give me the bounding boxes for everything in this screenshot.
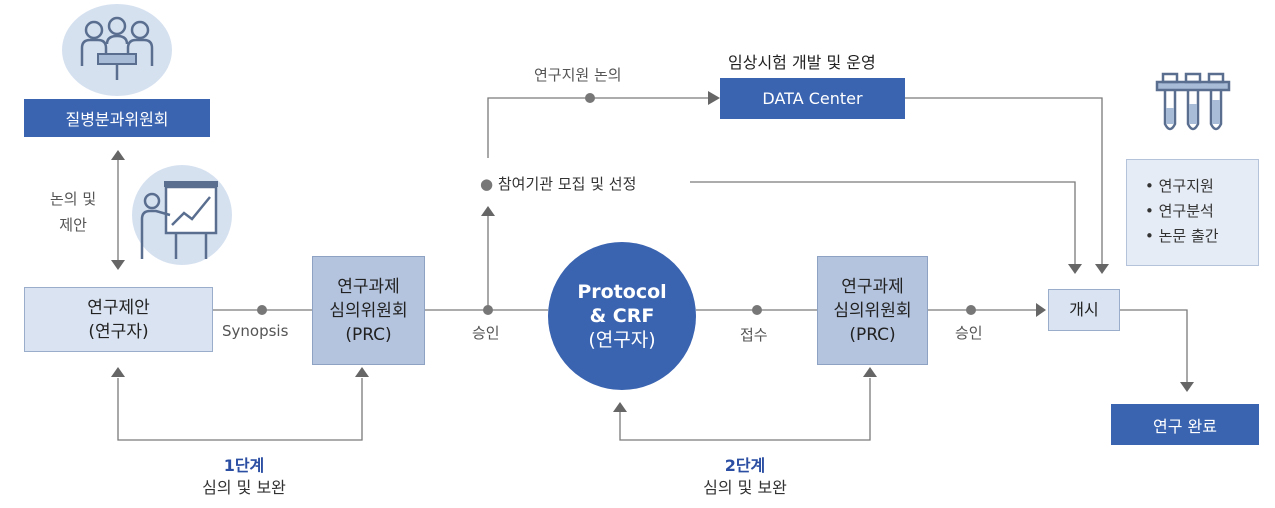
presentation-icon	[132, 165, 232, 265]
stage2-label: 2단계 심의 및 보완	[703, 456, 787, 497]
receipt-label: 접수	[740, 326, 768, 344]
committee-box: 질병분과위원회	[24, 99, 210, 137]
meeting-icon	[62, 4, 172, 96]
data-center-box: DATA Center	[720, 78, 905, 119]
institution-label: ● 참여기관 모집 및 선정	[480, 175, 637, 193]
discussion-label: 논의 및 제안	[50, 190, 97, 234]
stage1-label: 1단계 심의 및 보완	[202, 456, 286, 497]
test-tubes-icon	[1155, 72, 1231, 131]
support-discussion-label: 연구지원 논의	[534, 66, 622, 84]
services-item: • 논문 출간	[1145, 227, 1219, 245]
approve1-label: 승인	[472, 324, 500, 342]
synopsis-label: Synopsis	[222, 322, 289, 340]
services-list: • 연구지원 • 연구분석 • 논문 출간	[1126, 159, 1259, 266]
services-item: • 연구지원	[1145, 177, 1214, 195]
prc2-box: 연구과제 심의위원회 (PRC)	[817, 256, 928, 365]
prc1-box: 연구과제 심의위원회 (PRC)	[312, 256, 425, 365]
protocol-circle: Protocol & CRF (연구자)	[548, 242, 696, 390]
clinical-trial-label: 임상시험 개발 및 운영	[728, 53, 876, 72]
start-box: 개시	[1048, 289, 1120, 331]
proposal-box: 연구제안 (연구자)	[24, 287, 213, 352]
services-item: • 연구분석	[1145, 202, 1214, 220]
complete-box: 연구 완료	[1111, 404, 1259, 445]
approve2-label: 승인	[955, 324, 983, 342]
